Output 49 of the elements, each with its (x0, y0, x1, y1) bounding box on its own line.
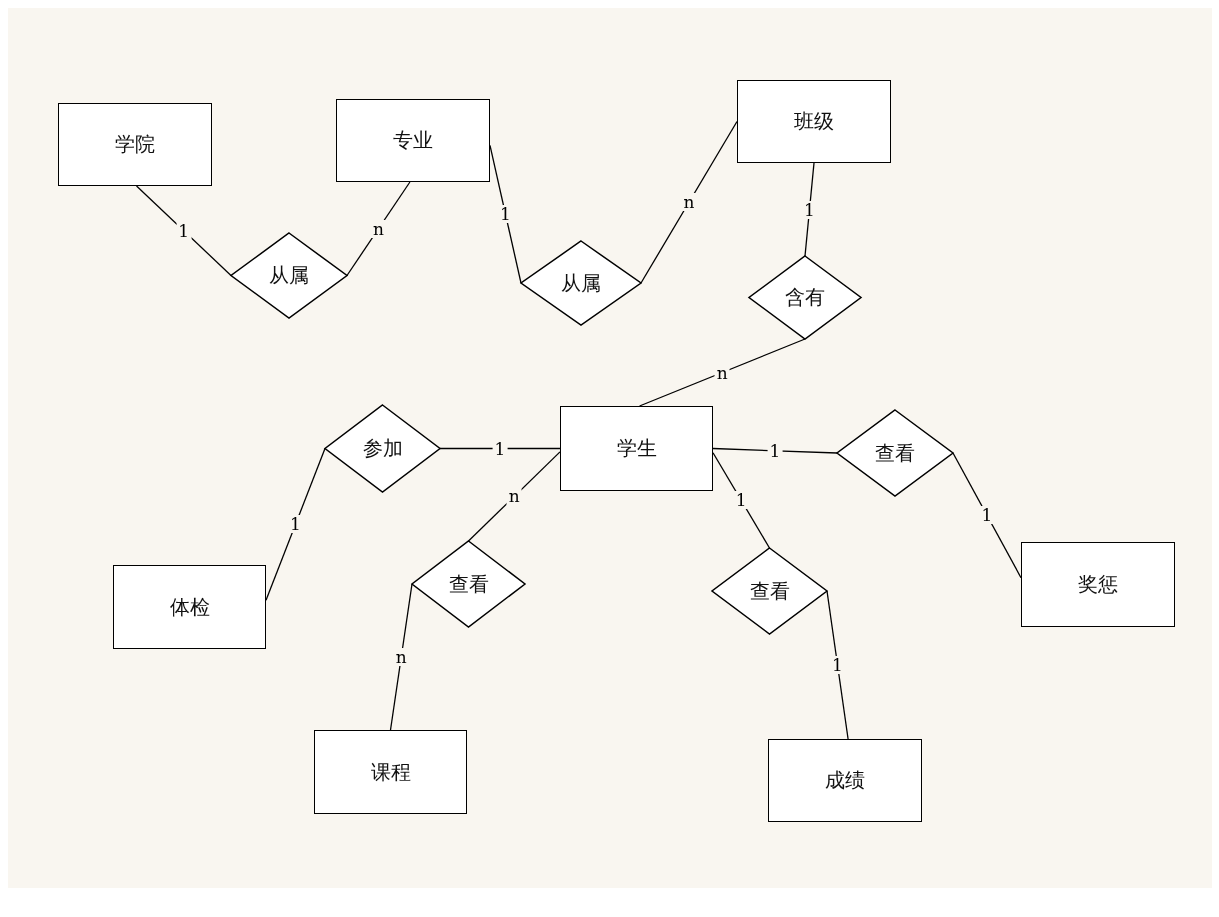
relationship-diamond (325, 405, 440, 492)
connector-line (265, 447, 326, 601)
relationship-name: 查看 (749, 577, 790, 605)
entity-box (768, 739, 922, 822)
entity-box (336, 99, 490, 182)
entity-name: 专业 (393, 127, 433, 154)
cardinality-label: n (393, 648, 409, 666)
entity-box (113, 565, 266, 649)
connector-line (489, 144, 522, 284)
connector-line (135, 185, 232, 277)
entity-name: 学生 (616, 435, 657, 462)
relationship-diamond (837, 410, 953, 496)
connector-line (826, 590, 849, 740)
relationship-diamond (712, 548, 827, 634)
entity-box (58, 103, 212, 186)
relationship-name: 含有 (785, 284, 825, 311)
entity-name: 体检 (169, 593, 210, 621)
connector-line (467, 451, 561, 542)
cardinality-label: 1 (288, 515, 303, 534)
connector-line (640, 120, 738, 284)
entity-box (560, 406, 713, 491)
entity-name: 课程 (370, 758, 411, 786)
entity-box (314, 730, 467, 814)
connector-line (346, 181, 411, 277)
relationship-name: 从属 (269, 262, 309, 289)
cardinality-label: 1 (979, 506, 995, 525)
connector-line (638, 338, 806, 407)
relationship-diamond (521, 241, 641, 325)
relationship-diamond (749, 256, 861, 339)
connector-line (389, 583, 413, 731)
connector-line (712, 447, 838, 454)
relationship-name: 查看 (448, 570, 489, 598)
relationship-name: 参加 (362, 435, 403, 462)
connector-line (952, 452, 1022, 579)
cardinality-label: n (506, 487, 522, 506)
cardinality-label: 1 (733, 491, 749, 510)
relationship-name: 从属 (561, 269, 601, 297)
entity-box (737, 80, 891, 163)
connector-line (712, 452, 771, 549)
connector-line (439, 447, 561, 450)
entity-box (1021, 542, 1175, 627)
entity-name: 成绩 (825, 767, 865, 794)
entity-name: 学院 (115, 131, 155, 158)
relationship-name: 查看 (875, 439, 915, 467)
entity-name: 奖惩 (1078, 571, 1118, 598)
entity-name: 班级 (794, 108, 834, 135)
cardinality-label: n (681, 193, 697, 212)
relationship-diamond (231, 233, 347, 318)
relationship-diamond (412, 541, 525, 627)
